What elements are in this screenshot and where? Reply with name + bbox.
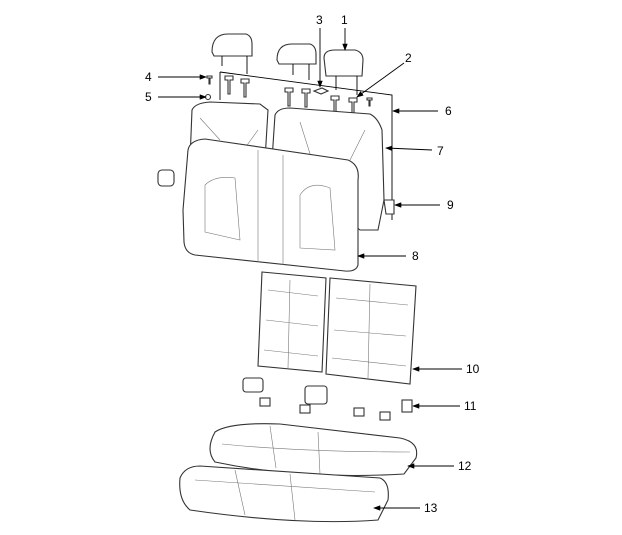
callout-7: 7	[437, 144, 444, 158]
hinge-brackets	[242, 377, 413, 421]
callout-10: 10	[466, 362, 480, 376]
headrest-center	[276, 43, 317, 80]
headrest-guides	[204, 75, 373, 117]
bracket	[383, 199, 395, 215]
callout-13: 13	[424, 501, 438, 515]
latch-cover	[157, 169, 175, 187]
callout-4: 4	[145, 70, 152, 84]
seat-cushion-frame	[179, 465, 389, 523]
callout-5: 5	[145, 90, 152, 104]
callouts	[158, 28, 462, 511]
headrest-left	[211, 33, 253, 74]
callout-1: 1	[341, 13, 348, 27]
seat-back-cushion	[182, 138, 359, 272]
seat-frame-right	[325, 277, 417, 385]
seat-cushion	[209, 423, 418, 477]
frame-line-6	[219, 71, 393, 220]
seat-frame-left	[257, 271, 327, 373]
callout-2: 2	[405, 51, 412, 65]
callout-11: 11	[464, 399, 477, 413]
callout-8: 8	[412, 249, 419, 263]
callout-9: 9	[447, 198, 454, 212]
callout-12: 12	[458, 459, 472, 473]
callout-6: 6	[445, 104, 452, 118]
callout-3: 3	[316, 13, 323, 27]
